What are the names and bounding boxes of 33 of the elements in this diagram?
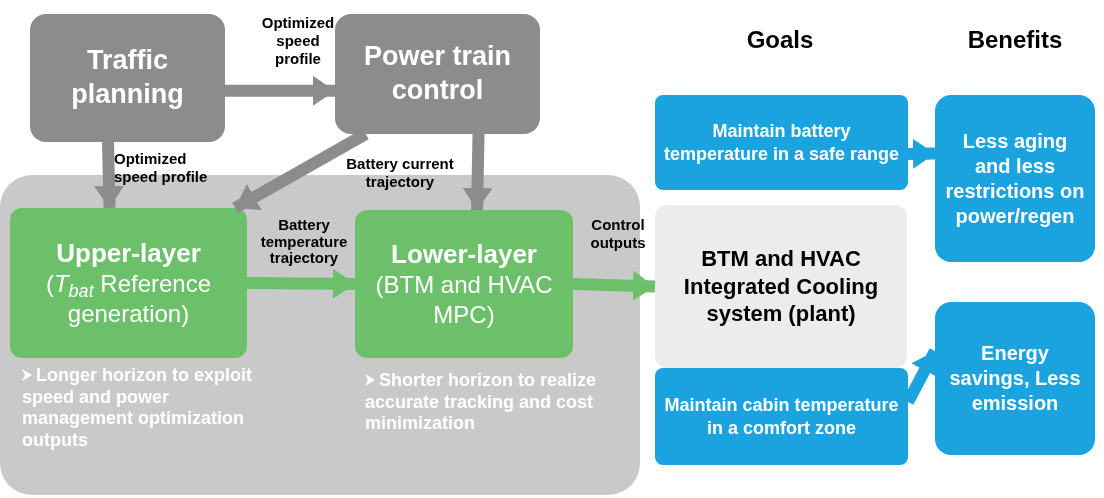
column-heading: Goals — [745, 25, 815, 55]
goal-box — [655, 368, 908, 465]
box-title: Power train control — [362, 40, 512, 107]
edge-label: Optimized speed profile — [260, 14, 336, 68]
arrow — [572, 270, 656, 301]
box-subtitle: (T$_{bat}$ Reference generation) — [44, 269, 213, 330]
box-title: Maintain battery temperature in a safe range — [663, 120, 900, 165]
edge-label: Battery current trajectory — [345, 155, 455, 191]
column-heading: Benefits — [966, 25, 1064, 55]
process-box — [355, 210, 573, 358]
process-box — [10, 208, 247, 358]
edge-label: Control outputs — [589, 216, 647, 252]
box-title: BTM and HVAC Integrated Cooling system (plant) — [682, 245, 880, 328]
arrow — [94, 141, 124, 209]
arrow — [907, 138, 936, 169]
plant-box — [655, 205, 907, 368]
arrow — [462, 133, 493, 211]
box-title: Maintain cabin temperature in a comfort zone — [663, 394, 900, 439]
process-box — [335, 14, 540, 134]
benefit-box — [935, 302, 1095, 455]
process-box — [30, 14, 225, 142]
benefit-box — [935, 95, 1095, 262]
box-title: Traffic planning — [70, 44, 185, 111]
arrow — [246, 268, 356, 299]
box-title: Less aging and less restrictions on power/regen — [944, 128, 1086, 229]
arrow — [225, 75, 335, 106]
edge-label: Optimized speed profile — [114, 150, 209, 186]
edge-label: Battery temperature trajectory — [259, 217, 349, 267]
goal-box — [655, 95, 908, 190]
box-subtitle: (BTM and HVAC MPC) — [374, 270, 554, 331]
box-title: Energy savings, Less emission — [948, 341, 1082, 416]
box-title: Lower-layer — [391, 237, 537, 271]
box-title: Upper-layer — [56, 236, 201, 270]
